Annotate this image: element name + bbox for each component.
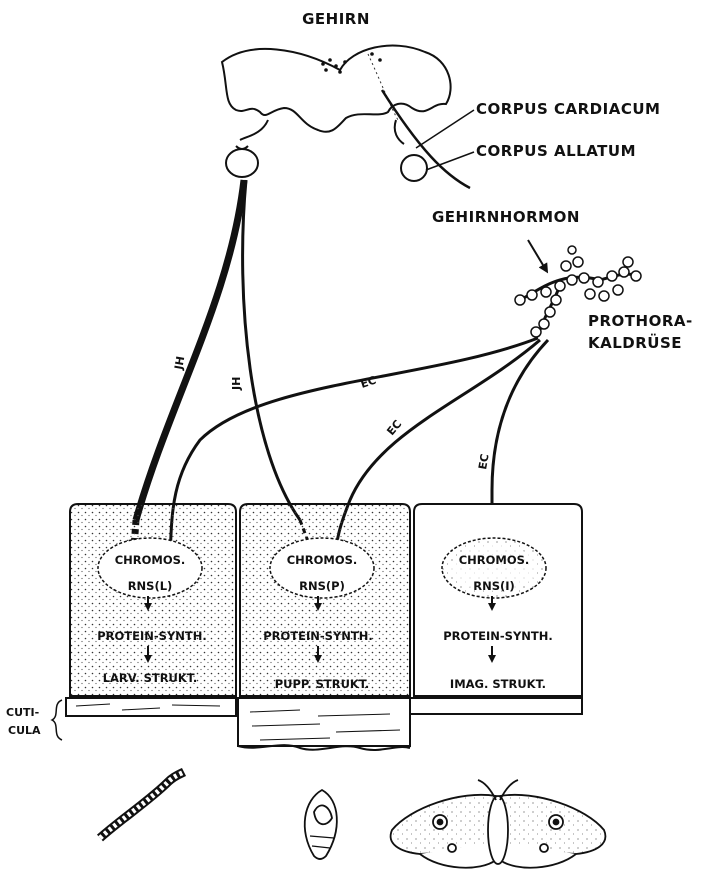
cell-imago-protein: PROTEIN-SYNTH. — [443, 629, 553, 643]
corpus-allatum-pointer — [426, 152, 474, 170]
label-prothorakaldruese-1: PROTHORA- — [588, 312, 693, 330]
cell-pupa-rns: RNS(P) — [299, 579, 345, 593]
cell-pupa-strukt: PUPP. STRUKT. — [275, 677, 370, 691]
cell-imago-strukt: IMAG. STRUKT. — [450, 677, 546, 691]
cell-imago-chromos: CHROMOS. — [459, 553, 530, 567]
cell-larva-strukt: LARV. STRUKT. — [103, 671, 198, 685]
label-cuticula-1: CUTI- — [6, 706, 39, 719]
label-prothorakaldruese-2: KALDRÜSE — [588, 333, 682, 352]
label-corpus-cardiacum: CORPUS CARDIACUM — [476, 100, 660, 118]
jh-label-1: JH — [172, 355, 187, 371]
cell-larva-protein: PROTEIN-SYNTH. — [97, 629, 207, 643]
cell-pupa-protein: PROTEIN-SYNTH. — [263, 629, 373, 643]
label-cuticula-2: CULA — [8, 724, 41, 737]
cell-larva — [70, 504, 236, 696]
cell-imago — [414, 504, 582, 696]
cell-pupa-chromos: CHROMOS. — [287, 553, 358, 567]
hormone-arrows — [134, 180, 548, 556]
corpus-cardiacum-pointer — [416, 110, 474, 148]
cell-larva-chromos: CHROMOS. — [115, 553, 186, 567]
cell-imago-rns: RNS(I) — [473, 579, 515, 593]
brain — [222, 46, 470, 188]
cuticula — [52, 698, 582, 750]
label-gehirnhormon: GEHIRNHORMON — [432, 208, 580, 226]
jh-arrow-pupa — [243, 180, 300, 520]
jh-arrow-larva — [136, 180, 244, 520]
cell-larva-rns: RNS(L) — [128, 579, 173, 593]
gehirnhormon-arrow — [528, 240, 546, 270]
larva-caterpillar — [100, 772, 184, 838]
label-gehirn: GEHIRN — [302, 10, 370, 28]
cell-pupa — [240, 504, 410, 696]
ec-label-3: EC — [476, 453, 492, 471]
ec-label-2: EC — [384, 418, 404, 438]
pupa-chrysalis — [305, 790, 337, 859]
imago-moth — [391, 780, 606, 868]
label-corpus-allatum: CORPUS ALLATUM — [476, 142, 636, 160]
jh-label-2: JH — [230, 377, 243, 391]
